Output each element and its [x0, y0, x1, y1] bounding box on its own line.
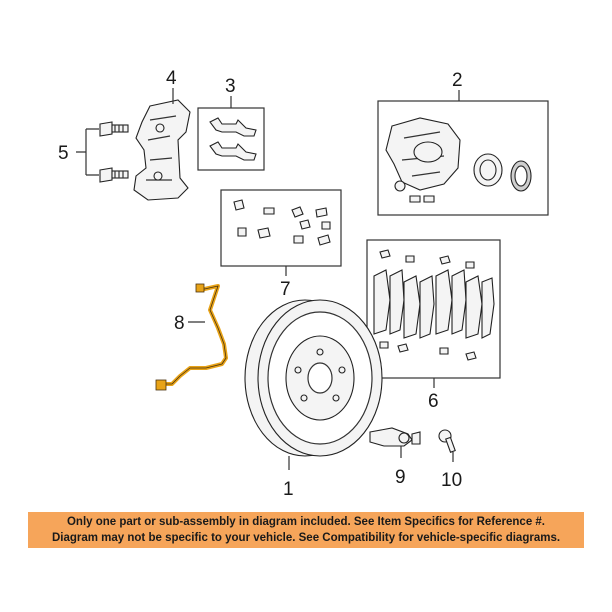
caliper-assembly-part-2: [385, 117, 532, 203]
callout-5: 5: [58, 143, 69, 164]
sensor-bolt-part-10: [438, 429, 456, 453]
guide-pins-part-3: [209, 117, 257, 161]
disclaimer-banner: Only one part or sub-assembly in diagram…: [28, 512, 584, 548]
callout-3: 3: [225, 76, 236, 97]
bolts-part-5: [99, 121, 129, 183]
callout-1: 1: [283, 479, 294, 500]
sensor-harness-part-8: [155, 283, 228, 391]
disclaimer-line-1: Only one part or sub-assembly in diagram…: [66, 516, 546, 528]
callout-6: 6: [428, 391, 439, 412]
guide-pin-box-part-3: [197, 107, 265, 171]
callout-2: 2: [452, 70, 463, 91]
speed-sensor-part-9: [369, 427, 421, 447]
callout-10: 10: [441, 470, 462, 491]
hardware-clips-part-7: [233, 199, 331, 246]
brake-pads-part-6: [373, 249, 495, 361]
disclaimer-line-2: Diagram may not be specific to your vehi…: [51, 532, 561, 544]
callout-9: 9: [395, 467, 406, 488]
callout-4: 4: [166, 68, 177, 89]
callout-8: 8: [174, 313, 185, 334]
callout-7: 7: [280, 279, 291, 300]
brake-rotor-part-1: [244, 299, 383, 457]
caliper-bracket-part-4: [133, 99, 191, 201]
